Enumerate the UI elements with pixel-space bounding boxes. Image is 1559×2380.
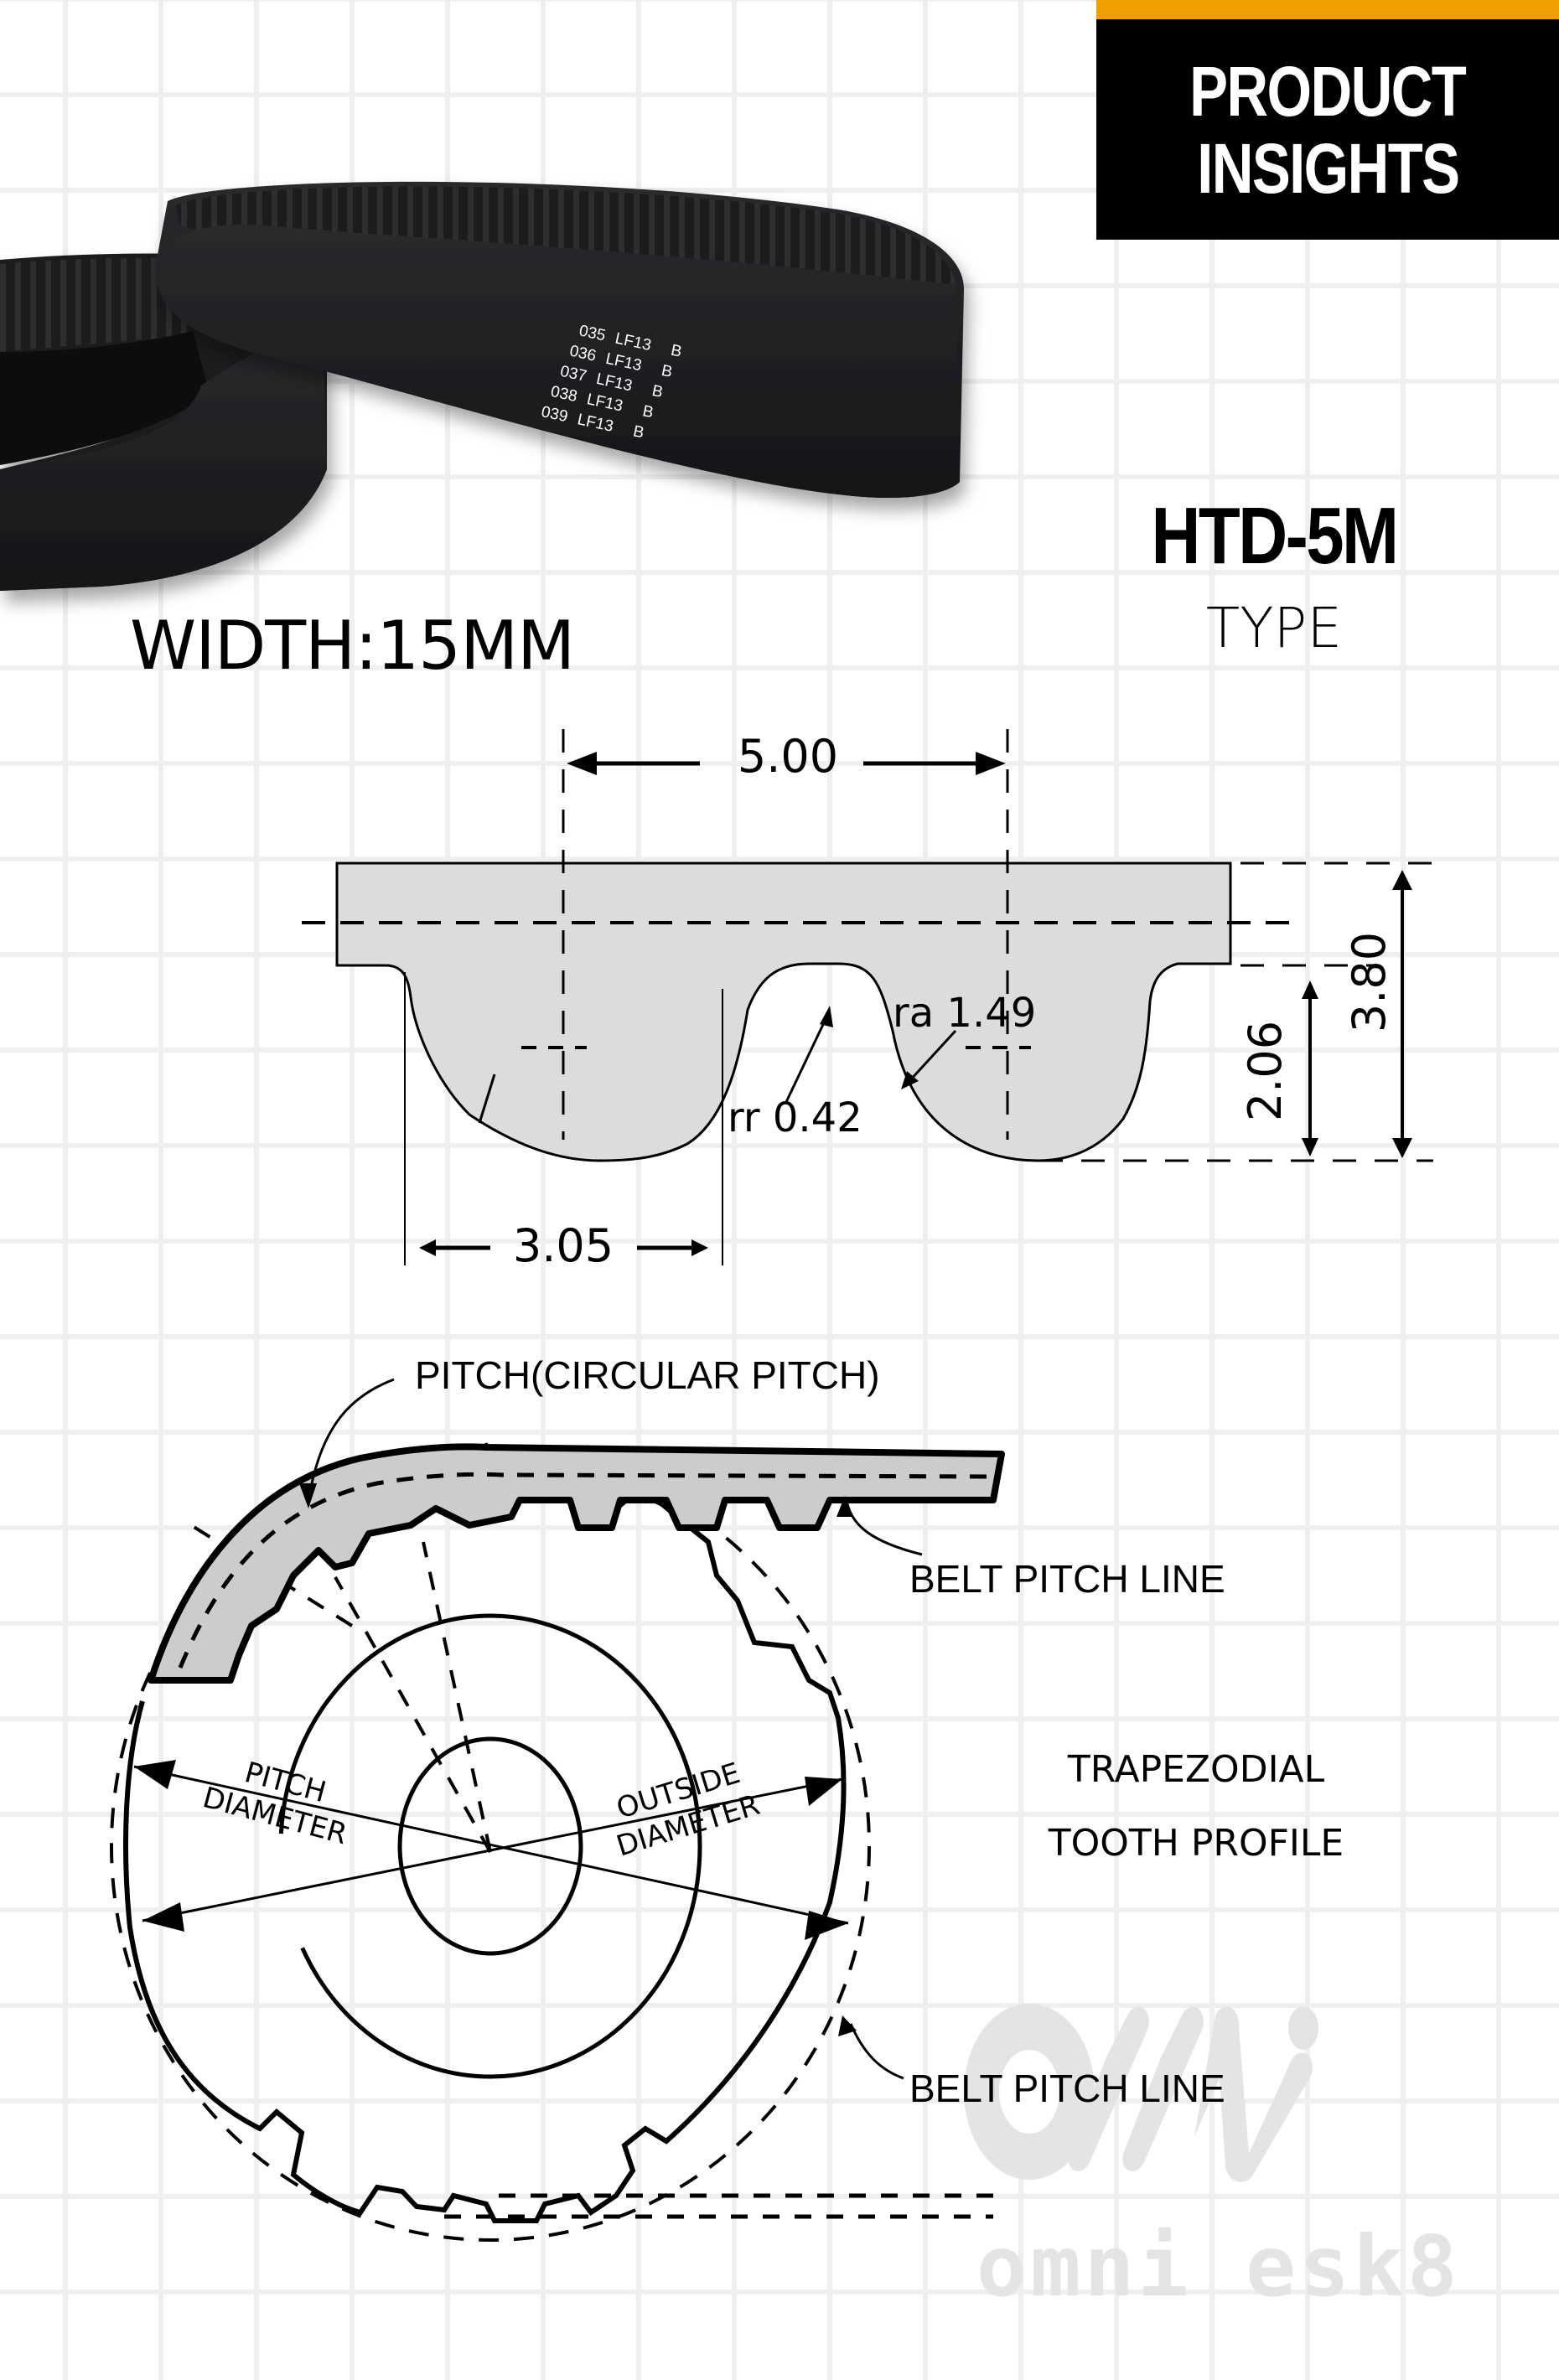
badge-line-2: INSIGHTS bbox=[1196, 128, 1460, 208]
belt-type-label: TYPE bbox=[1205, 596, 1343, 660]
belt-pitch-line-label-bottom: BELT PITCH LINE bbox=[909, 2067, 1225, 2110]
belt-model: HTD-5M bbox=[1151, 491, 1399, 581]
width-label: WIDTH:15MM bbox=[130, 607, 575, 685]
belt-marking-grade-4: B bbox=[641, 402, 655, 422]
belt-back bbox=[0, 253, 327, 591]
belt-marking-grade-5: B bbox=[631, 422, 645, 442]
belt-marking-grade-2: B bbox=[660, 362, 674, 381]
belt-marking-grade-1: B bbox=[670, 342, 684, 361]
total-height-dim-label: 3.80 bbox=[1343, 932, 1396, 1032]
belt-pitch-line-label-top: BELT PITCH LINE bbox=[909, 1557, 1225, 1601]
belt-marking-grade-3: B bbox=[650, 382, 665, 401]
belt-front bbox=[155, 181, 964, 499]
badge-line-1: PRODUCT bbox=[1189, 51, 1467, 131]
pitch-dim-label: 5.00 bbox=[738, 730, 838, 783]
pitch-circle bbox=[110, 1451, 871, 2242]
addendum-radius-label: ra 1.49 bbox=[893, 990, 1036, 1037]
pulley-outline bbox=[123, 1442, 847, 2223]
tooth-width-dim-label: 3.05 bbox=[513, 1219, 614, 1272]
tooth-height-dim-label: 2.06 bbox=[1239, 1021, 1292, 1121]
product-insights-badge: PRODUCT INSIGHTS bbox=[1096, 0, 1559, 240]
watermark-text: omni esk8 bbox=[976, 2217, 1461, 2315]
omni-logo-icon bbox=[964, 2004, 1318, 2182]
tooth-profile-label-2: TOOTH PROFILE bbox=[1048, 1822, 1344, 1865]
root-radius-label: rr 0.42 bbox=[728, 1094, 862, 1141]
circular-pitch-label: PITCH(CIRCULAR PITCH) bbox=[415, 1353, 880, 1397]
tooth-profile-label-1: TRAPEZODIAL bbox=[1067, 1748, 1325, 1791]
belt-wrap bbox=[148, 1443, 1005, 1684]
